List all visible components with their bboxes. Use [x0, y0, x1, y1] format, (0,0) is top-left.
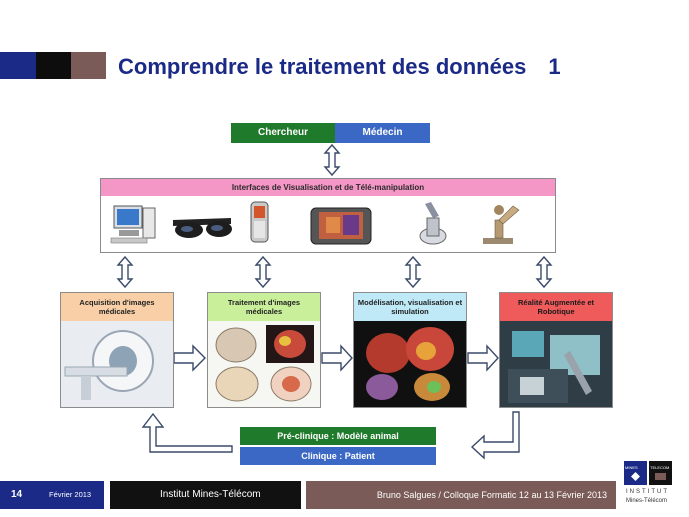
slide-title-text: Comprendre le traitement des données [118, 54, 527, 79]
computer-monitor-icon [110, 205, 156, 244]
footer-institute-block: Institut Mines-Télécom [110, 481, 301, 509]
diamond-icon [631, 472, 640, 481]
double-arrow-interface-realite [535, 255, 553, 289]
double-arrow-interface-modelisation [404, 255, 422, 289]
double-arrow-interface-acquisition [116, 255, 134, 289]
footer-institute: Institut Mines-Télécom [160, 489, 261, 500]
arrow-traitement-modelisation [321, 344, 353, 372]
footer-page-number: 14 [11, 489, 23, 500]
stage-traitement-title: Traitement d'images médicales [208, 293, 320, 321]
stage-acquisition-title: Acquisition d'images médicales [61, 293, 173, 321]
surgical-robot-image [500, 321, 612, 407]
interface-devices [110, 201, 520, 245]
robot-arm-icon [483, 205, 520, 244]
double-arrow-roles-interface [323, 143, 341, 177]
role-medecin: Médecin [335, 123, 430, 143]
logo-mines-text: MINES [625, 465, 638, 470]
arrow-acquisition-traitement [173, 344, 206, 372]
stage-modelisation-title: Modélisation, visualisation et simulatio… [354, 293, 466, 321]
3d-glasses-icon [173, 218, 232, 238]
brain-segmentation-image [208, 321, 320, 407]
logo-mines-telecom-text: Mines-Télécom [626, 498, 668, 504]
slide-title: Comprendre le traitement des données 1 [118, 54, 561, 80]
interface-title: Interfaces de Visualisation et de Télé-m… [101, 179, 555, 196]
footer-event-block: Bruno Salgues / Colloque Formatic 12 au … [306, 481, 616, 509]
institut-logo: MINES TELECOM INSTITUT Mines-Télécom [624, 461, 676, 511]
title-square-brown [71, 52, 106, 79]
footer-left-block: 14 Février 2013 [0, 481, 104, 509]
stage-realite: Réalité Augmentée et Robotique [499, 292, 613, 408]
interface-panel: Interfaces de Visualisation et de Télé-m… [100, 178, 556, 253]
arrow-bottom-to-acquisition [141, 412, 233, 453]
arrow-modelisation-realite [467, 344, 499, 372]
arrow-realite-to-bottom [470, 411, 520, 460]
haptic-device-icon [419, 202, 447, 245]
title-square-black [36, 52, 71, 79]
title-square-blue [0, 52, 36, 79]
3d-organ-model-image [354, 321, 466, 407]
mobile-phone-icon [250, 201, 269, 243]
tablet-pc-icon [310, 207, 372, 245]
double-arrow-interface-traitement [254, 255, 272, 289]
stage-traitement: Traitement d'images médicales [207, 292, 321, 408]
stage-modelisation: Modélisation, visualisation et simulatio… [353, 292, 467, 408]
logo-institut-text: INSTITUT [626, 489, 669, 495]
stage-acquisition: Acquisition d'images médicales [60, 292, 174, 408]
role-chercheur: Chercheur [231, 123, 335, 143]
ct-scanner-image [61, 321, 173, 407]
stage-realite-title: Réalité Augmentée et Robotique [500, 293, 612, 321]
footer-date: Février 2013 [49, 490, 92, 499]
logo-telecom-mark [655, 473, 666, 480]
slide-number: 1 [548, 54, 561, 79]
logo-telecom-square: TELECOM [649, 461, 672, 485]
preclinique-box: Pré-clinique : Modèle animal [240, 427, 436, 445]
clinique-box: Clinique : Patient [240, 447, 436, 465]
footer-event: Bruno Salgues / Colloque Formatic 12 au … [376, 490, 607, 500]
logo-telecom-text: TELECOM [650, 465, 670, 470]
logo-mines-square: MINES [624, 461, 647, 485]
